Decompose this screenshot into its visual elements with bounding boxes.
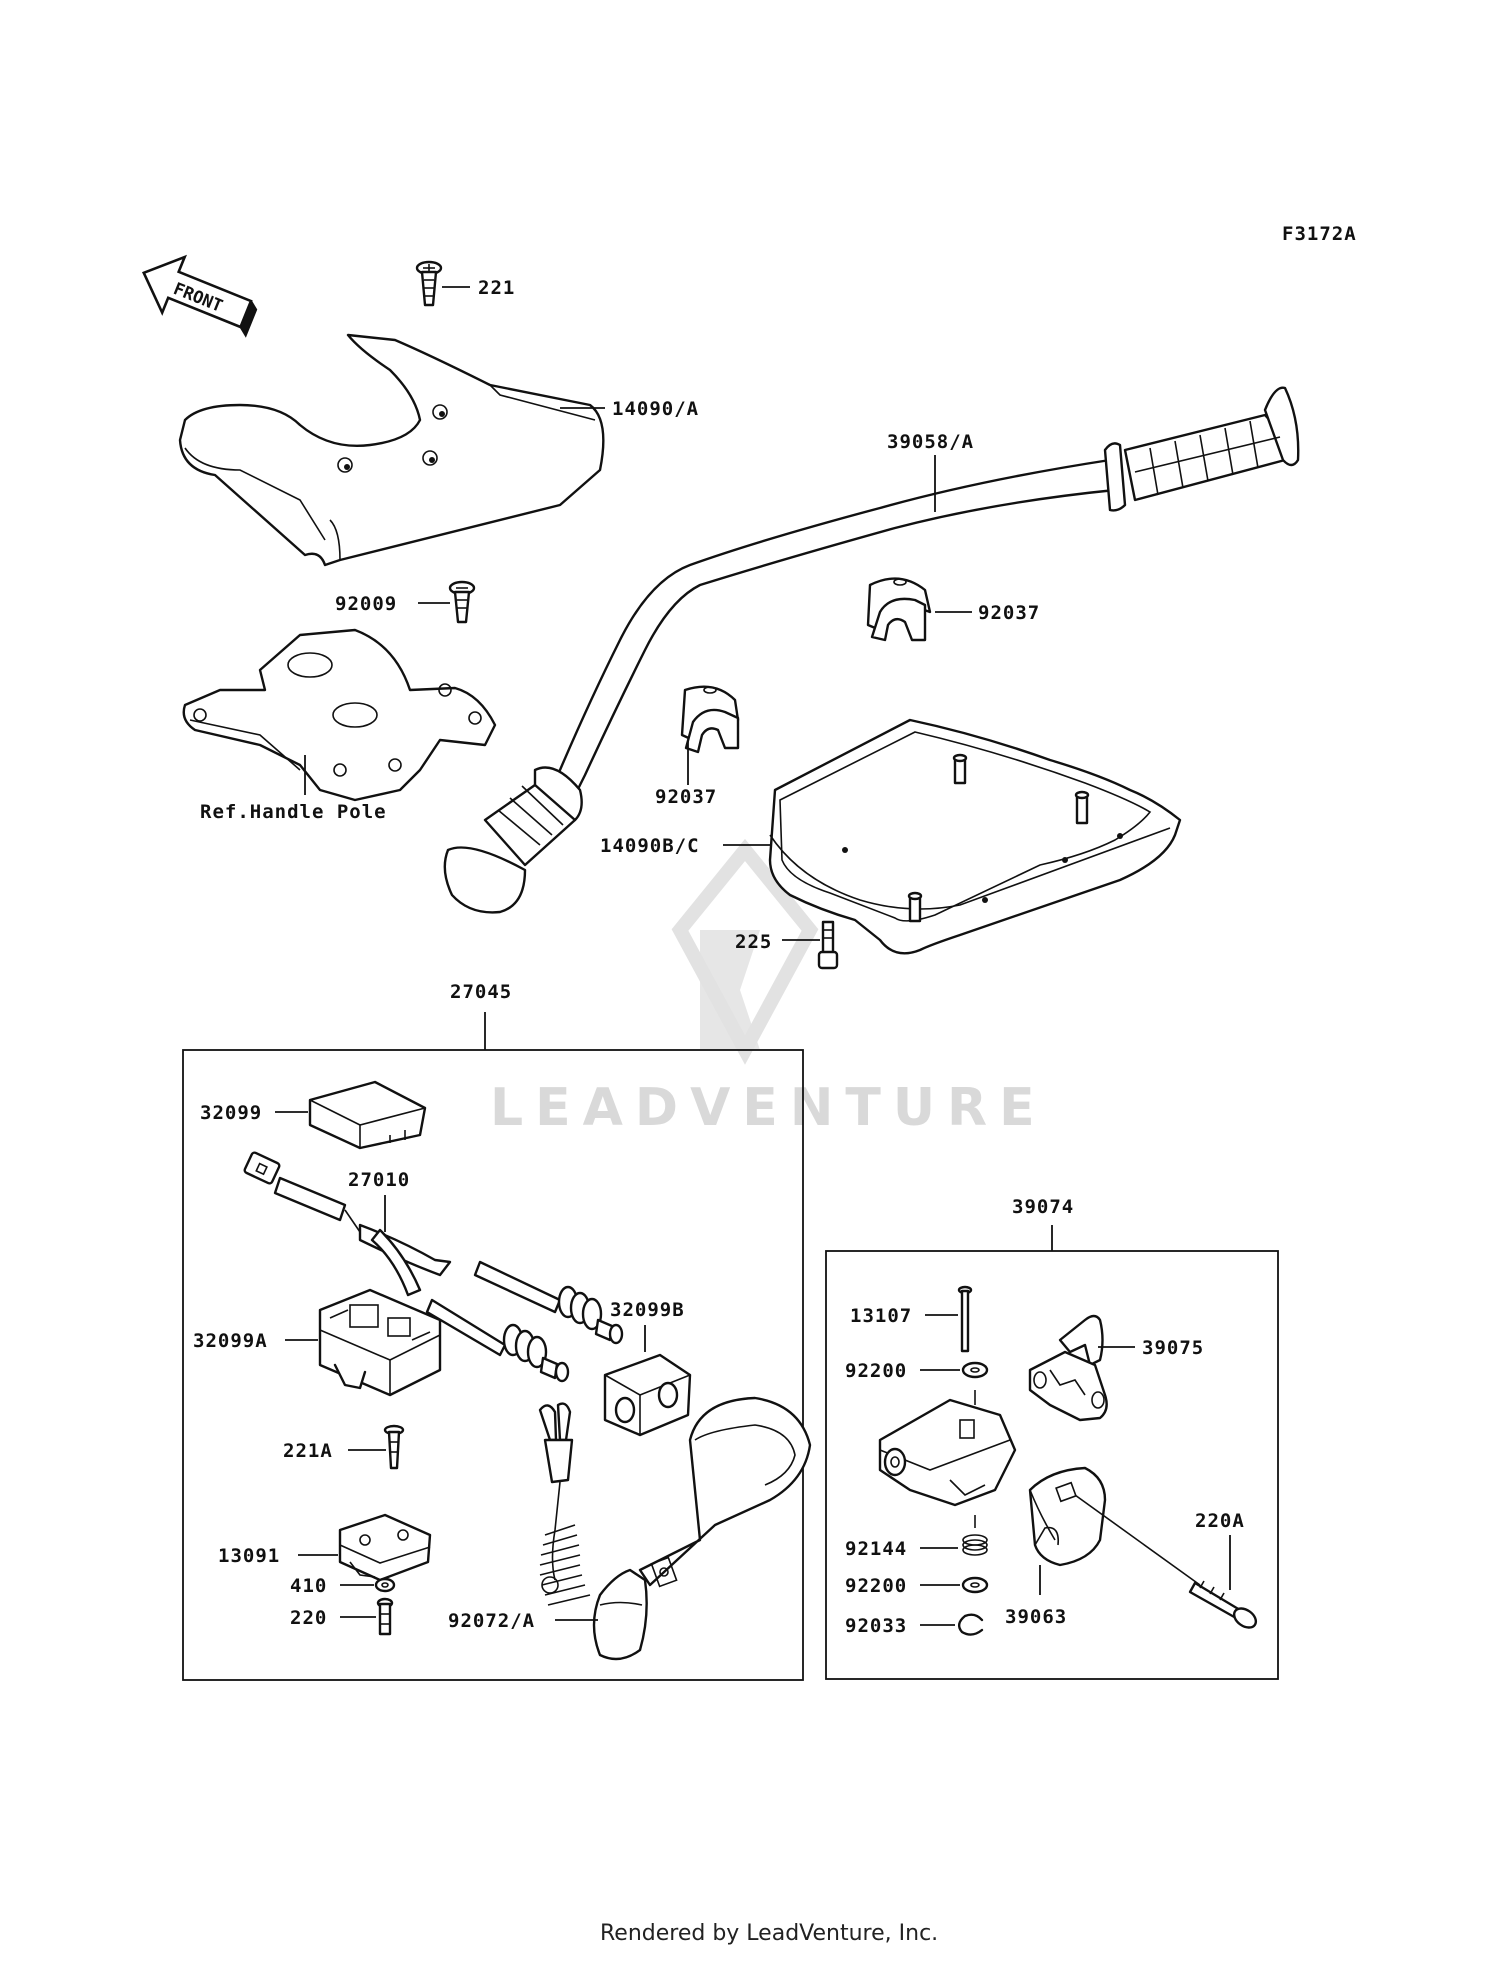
screw-92009	[418, 580, 476, 624]
bracket-13091	[298, 1513, 432, 1582]
footer-credit: Rendered by LeadVenture, Inc.	[600, 1921, 938, 1946]
lower-cover-14090bc	[723, 718, 1182, 955]
switch-housing-32099a	[285, 1288, 442, 1397]
clamp-92037-left	[680, 685, 740, 785]
label-39058a: 39058/A	[887, 431, 974, 453]
upper-cover-14090a	[178, 333, 605, 567]
label-39074: 39074	[1012, 1196, 1074, 1218]
label-92009: 92009	[335, 593, 397, 615]
front-arrow-icon: FRONT	[141, 254, 258, 338]
label-39063: 39063	[1005, 1606, 1067, 1628]
label-221a: 221A	[283, 1440, 333, 1462]
diagram-code: F3172A	[1282, 223, 1357, 245]
washer-92200-top	[920, 1361, 989, 1379]
label-220: 220	[290, 1607, 327, 1629]
clip-92033	[920, 1613, 984, 1636]
left-grip	[443, 766, 583, 914]
sleeve-39063	[1028, 1466, 1107, 1595]
throttle-housing	[878, 1390, 1017, 1507]
label-92037-left: 92037	[655, 786, 717, 808]
lever-39075	[1028, 1314, 1135, 1422]
watermark-text: LEADVENTURE	[490, 1078, 1047, 1138]
spring-92144	[920, 1515, 988, 1556]
handlebar-39058a	[443, 386, 1300, 914]
label-27010: 27010	[348, 1169, 410, 1191]
washer-410	[340, 1577, 396, 1593]
screw-220a	[1074, 1494, 1258, 1629]
label-13107: 13107	[850, 1305, 912, 1327]
screw-221a	[348, 1424, 405, 1470]
washer-92200-bottom	[920, 1576, 989, 1594]
label-92200-bottom: 92200	[845, 1575, 907, 1597]
lanyard-92072a	[538, 1396, 812, 1661]
right-grip	[1103, 386, 1300, 512]
cover-32099	[275, 1080, 427, 1150]
label-13091: 13091	[218, 1545, 280, 1567]
connector-right	[557, 1285, 624, 1345]
label-92200-top: 92200	[845, 1360, 907, 1382]
boss	[842, 753, 1123, 923]
harness-27010	[243, 1151, 624, 1383]
label-32099: 32099	[200, 1102, 262, 1124]
pin-13107	[925, 1285, 973, 1353]
label-32099b: 32099B	[610, 1299, 685, 1321]
label-92144: 92144	[845, 1538, 907, 1560]
label-ref-handle-pole: Ref.Handle Pole	[200, 801, 387, 823]
label-32099a: 32099A	[193, 1330, 268, 1352]
bolt-220	[340, 1597, 394, 1636]
throttle-assembly-box-39074	[825, 1250, 1279, 1680]
screw-221	[415, 260, 470, 307]
switch-assembly-box-27045	[182, 1049, 804, 1681]
label-27045: 27045	[450, 981, 512, 1003]
label-92072a: 92072/A	[448, 1610, 535, 1632]
label-221: 221	[478, 277, 515, 299]
label-225: 225	[735, 931, 772, 953]
holder-32099b	[603, 1325, 692, 1437]
label-92037-right: 92037	[978, 602, 1040, 624]
label-39075: 39075	[1142, 1337, 1204, 1359]
label-410: 410	[290, 1575, 327, 1597]
connector-left	[502, 1323, 570, 1383]
label-92033: 92033	[845, 1615, 907, 1637]
handle-pole-plate	[182, 628, 497, 802]
label-14090bc: 14090B/C	[600, 835, 700, 857]
bolt-225	[782, 920, 839, 970]
clamp-92037-right	[866, 577, 972, 642]
label-14090a: 14090/A	[612, 398, 699, 420]
label-220a: 220A	[1195, 1510, 1245, 1532]
